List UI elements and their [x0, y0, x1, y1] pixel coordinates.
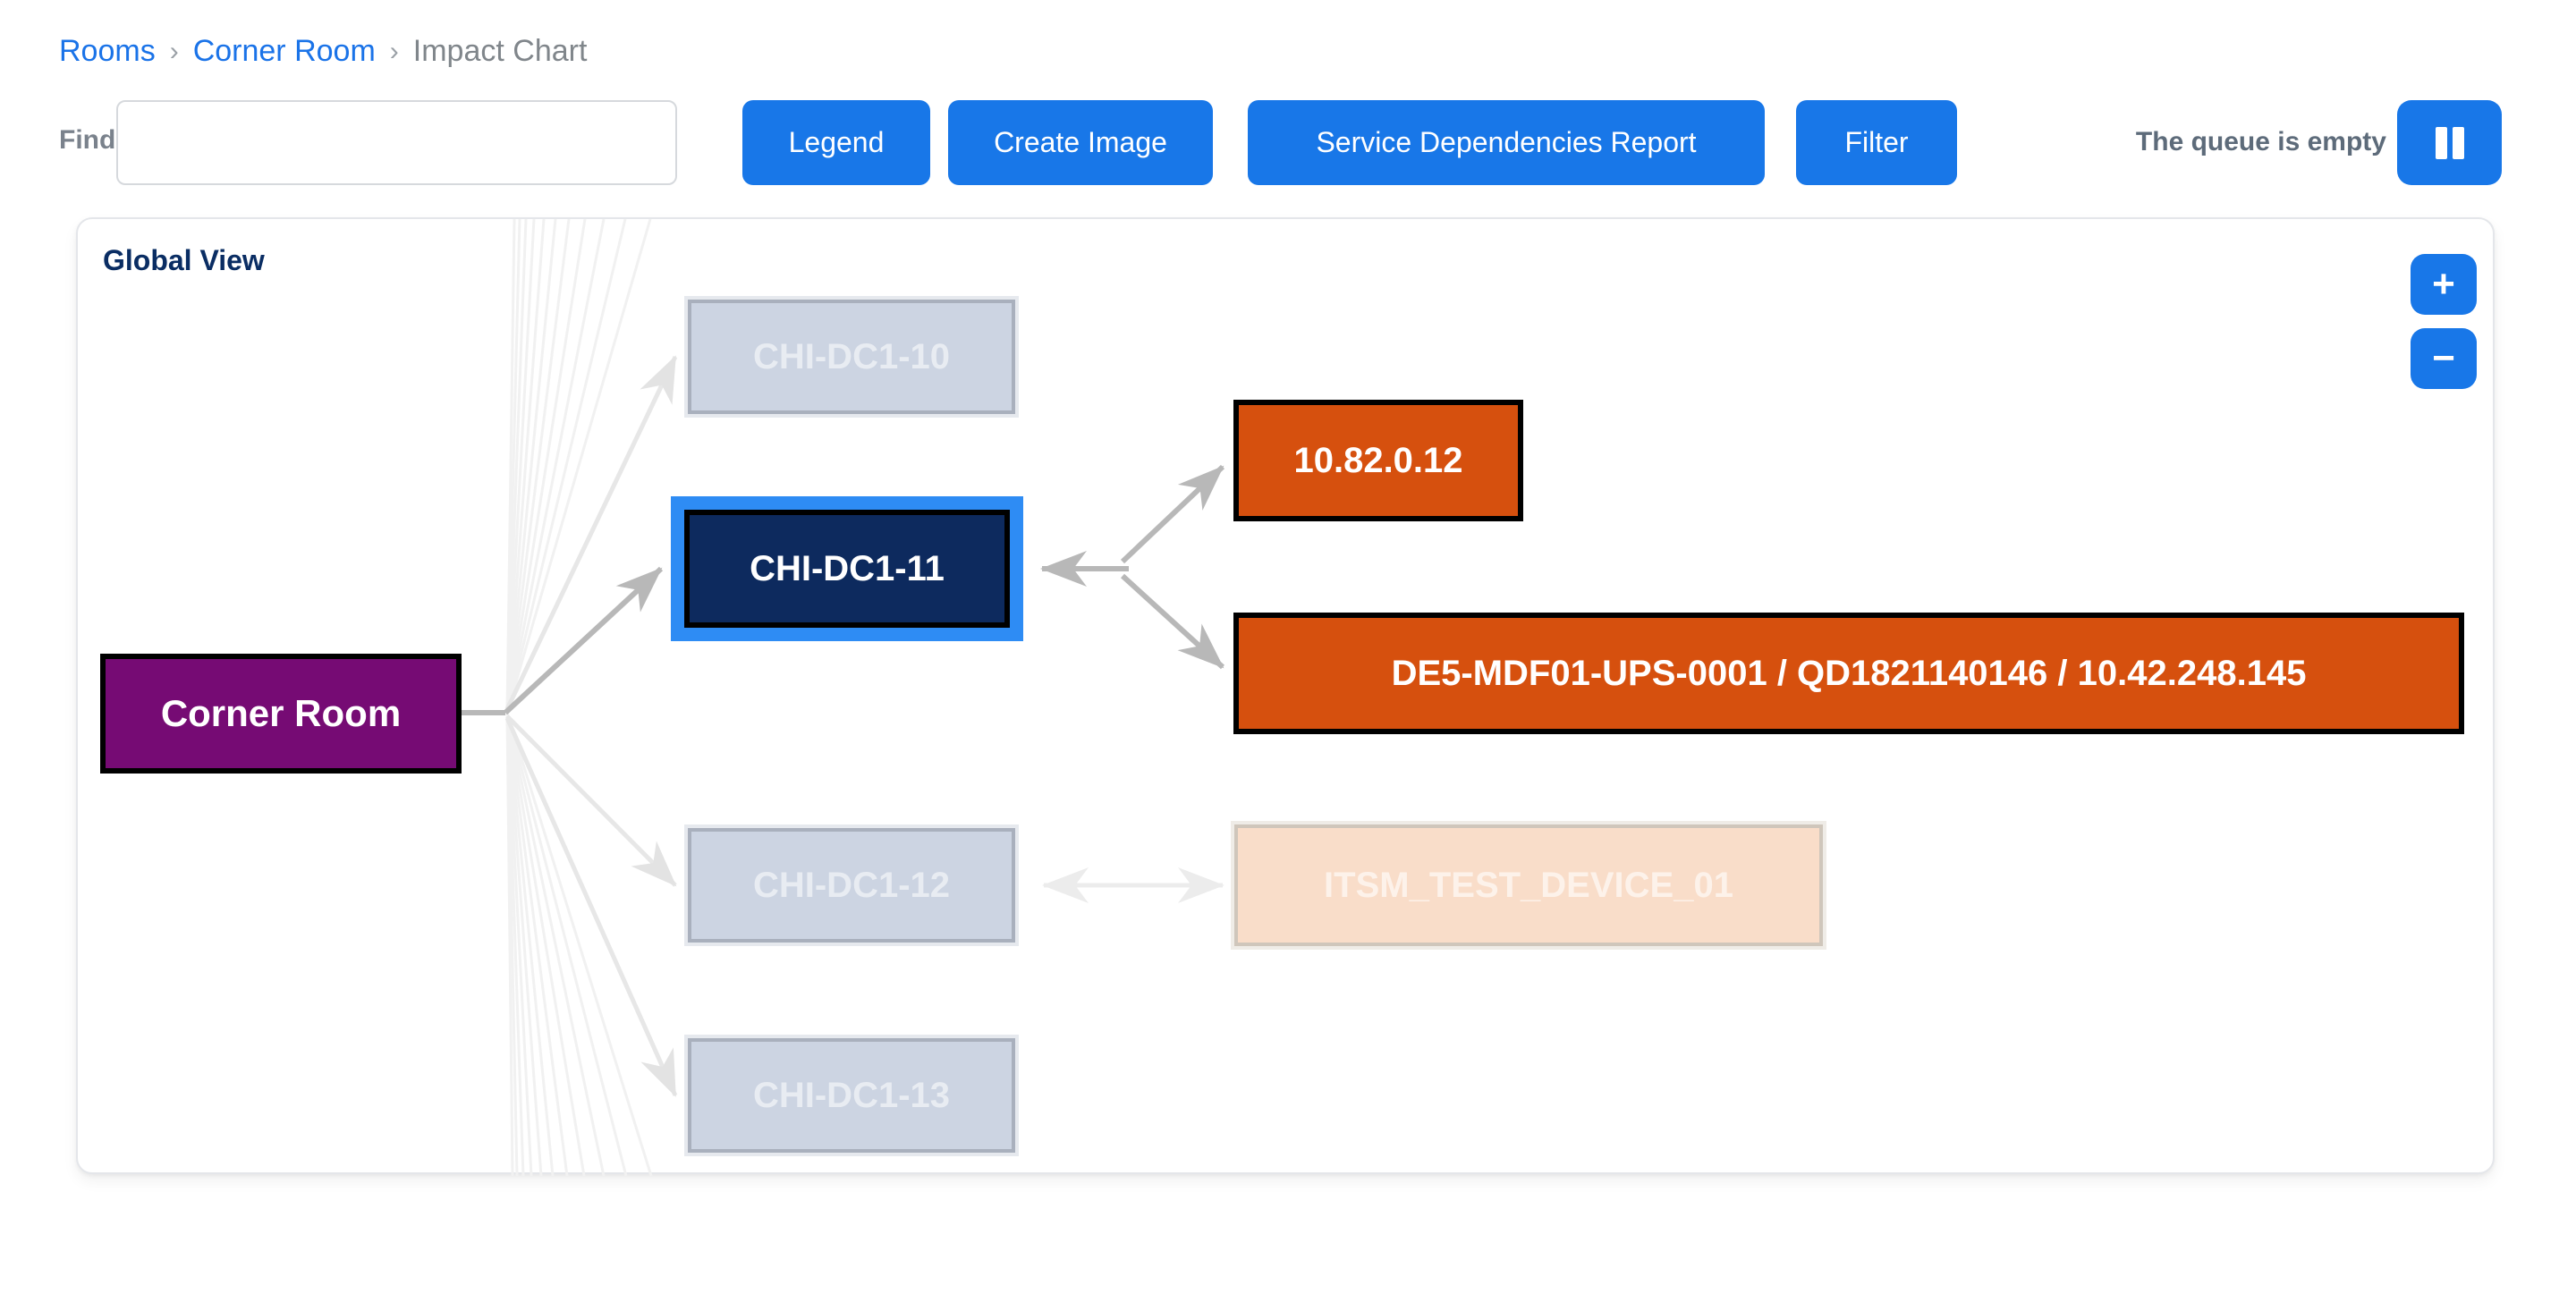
legend-button[interactable]: Legend — [742, 100, 930, 185]
zoom-in-button[interactable]: + — [2411, 254, 2477, 315]
node-label: Corner Room — [160, 692, 402, 734]
node-ip-10-82-0-12[interactable]: 10.82.0.12 — [1233, 400, 1523, 521]
node-chi-dc1-13[interactable]: CHI-DC1-13 — [688, 1038, 1015, 1153]
node-chi-dc1-10[interactable]: CHI-DC1-10 — [688, 300, 1015, 414]
impact-chart-canvas[interactable]: Global View — [76, 217, 2495, 1176]
breadcrumb-separator: › — [389, 36, 399, 66]
node-chi-dc1-12[interactable]: CHI-DC1-12 — [688, 828, 1015, 943]
create-image-button[interactable]: Create Image — [948, 100, 1213, 185]
breadcrumb-current-impact-chart: Impact Chart — [412, 34, 588, 68]
node-itsm-test-device[interactable]: ITSM_TEST_DEVICE_01 — [1234, 824, 1823, 946]
breadcrumb-link-rooms[interactable]: Rooms — [59, 34, 156, 68]
node-de5-mdf01-ups[interactable]: DE5-MDF01-UPS-0001 / QD1821140146 / 10.4… — [1233, 613, 2464, 734]
node-chi-dc1-11-selected[interactable]: CHI-DC1-11 — [671, 496, 1023, 641]
node-label: CHI-DC1-12 — [752, 865, 951, 905]
node-label: DE5-MDF01-UPS-0001 / QD1821140146 / 10.4… — [1391, 653, 2307, 693]
node-label: 10.82.0.12 — [1293, 440, 1463, 480]
node-label: ITSM_TEST_DEVICE_01 — [1324, 865, 1733, 905]
find-input[interactable] — [116, 100, 677, 185]
node-label: CHI-DC1-11 — [750, 548, 945, 588]
zoom-out-button[interactable]: − — [2411, 328, 2477, 389]
breadcrumb-separator: › — [169, 36, 179, 66]
node-label: CHI-DC1-13 — [752, 1075, 951, 1115]
pause-queue-button[interactable] — [2397, 100, 2502, 185]
node-corner-room[interactable]: Corner Room — [100, 654, 462, 774]
breadcrumb-link-corner-room[interactable]: Corner Room — [192, 34, 376, 68]
filter-button[interactable]: Filter — [1796, 100, 1957, 185]
pause-icon — [2435, 126, 2464, 159]
service-dependencies-report-button[interactable]: Service Dependencies Report — [1248, 100, 1765, 185]
node-label: CHI-DC1-10 — [752, 336, 951, 376]
global-view-title: Global View — [103, 244, 265, 276]
find-label: Find — [59, 125, 116, 155]
breadcrumb: Rooms › Corner Room › Impact Chart — [59, 34, 587, 69]
queue-status-text: The queue is empty — [2135, 127, 2386, 156]
node-chi-dc1-11: CHI-DC1-11 — [684, 510, 1010, 628]
